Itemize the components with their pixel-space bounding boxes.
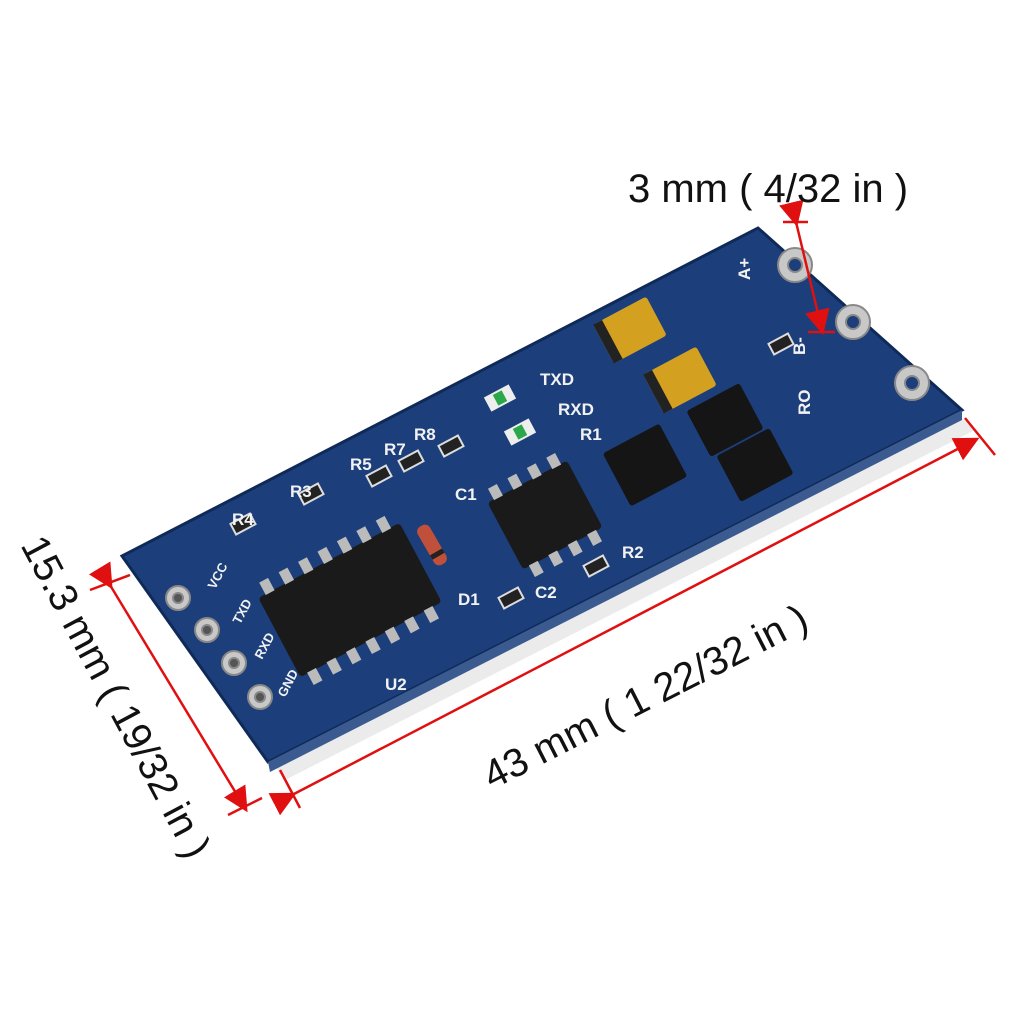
silk-b-minus: B- <box>790 337 809 355</box>
silk-r7: R7 <box>384 440 406 459</box>
silk-a-plus: A+ <box>735 258 754 280</box>
leds <box>483 384 537 446</box>
capacitor-2 <box>643 347 716 414</box>
pitch-dimension-label: 3 mm ( 4/32 in ) <box>628 167 908 211</box>
silk-r1: R1 <box>580 425 602 444</box>
silk-c1: C1 <box>455 485 477 504</box>
silk-ro: RO <box>795 390 814 416</box>
silk-r2: R2 <box>622 543 644 562</box>
pitch-dimension-line <box>779 199 830 335</box>
silk-r3: R3 <box>290 482 312 501</box>
silk-c2: C2 <box>535 583 557 602</box>
silk-d1: D1 <box>458 590 480 609</box>
dimension-lines <box>88 199 996 817</box>
silk-u2: U2 <box>385 675 407 694</box>
silk-r4: R4 <box>232 510 254 529</box>
length-dimension-line <box>268 437 980 816</box>
capacitor-1 <box>593 297 666 364</box>
silk-txd: TXD <box>540 370 574 389</box>
silk-rxd: RXD <box>558 400 594 419</box>
silk-r8: R8 <box>414 425 436 444</box>
silk-r5: R5 <box>350 455 372 474</box>
width-dimension-line <box>88 561 248 813</box>
